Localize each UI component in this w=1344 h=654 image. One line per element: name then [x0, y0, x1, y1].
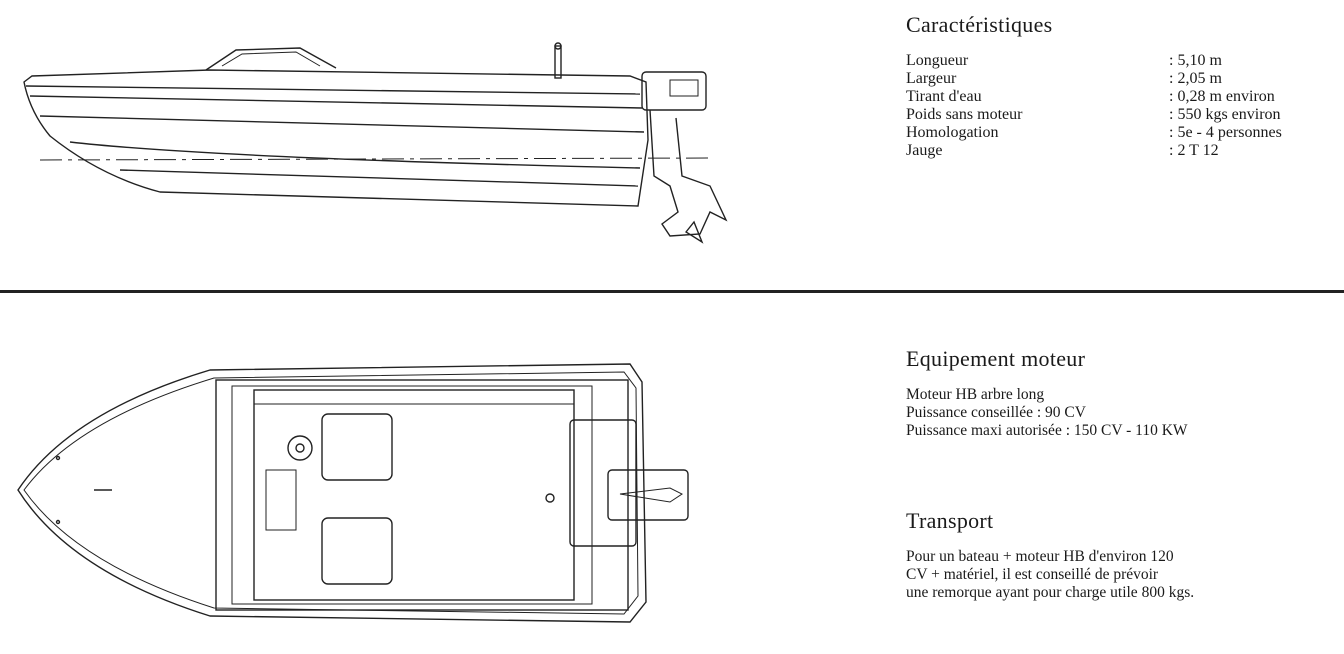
transport-section: Transport Pour un bateau + moteur HB d'e… [906, 508, 1336, 602]
characteristics-title: Caractéristiques [906, 12, 1053, 37]
spec-row: Jauge : 2 T 12 [906, 142, 1336, 160]
motor-section: Equipement moteur Moteur HB arbre long P… [906, 346, 1336, 440]
spec-row: Largeur : 2,05 m [906, 70, 1336, 88]
motor-title: Equipement moteur [906, 346, 1086, 371]
motor-line: Puissance maxi autorisée : 150 CV - 110 … [906, 422, 1188, 439]
motor-line: Puissance conseillée : 90 CV [906, 404, 1086, 421]
spec-value: : 0,28 m environ [1169, 88, 1275, 105]
boat-side-view-drawing [23, 42, 728, 244]
spec-label: Tirant d'eau [906, 88, 982, 105]
boat-top-view-drawing [17, 363, 689, 623]
spec-row: Longueur : 5,10 m [906, 52, 1336, 70]
spec-value: : 5,10 m [1169, 52, 1222, 69]
spec-label: Largeur [906, 70, 957, 87]
spec-value: : 2,05 m [1169, 70, 1222, 87]
transport-line: une remorque ayant pour charge utile 800… [906, 584, 1195, 601]
spec-value: : 2 T 12 [1169, 142, 1219, 159]
spec-label: Homologation [906, 124, 999, 141]
transport-line: CV + matériel, il est conseillé de prévo… [906, 566, 1159, 583]
spec-label: Poids sans moteur [906, 106, 1023, 123]
spec-value: : 5e - 4 personnes [1169, 124, 1282, 141]
motor-line: Moteur HB arbre long [906, 386, 1045, 403]
spec-row: Tirant d'eau : 0,28 m environ [906, 88, 1336, 106]
spec-value: : 550 kgs environ [1169, 106, 1281, 123]
spec-row: Poids sans moteur : 550 kgs environ [906, 106, 1336, 124]
spec-label: Longueur [906, 52, 969, 69]
transport-line: Pour un bateau + moteur HB d'environ 120 [906, 548, 1174, 565]
spec-row: Homologation : 5e - 4 personnes [906, 124, 1336, 142]
divider-rule [0, 290, 1344, 293]
spec-label: Jauge [906, 142, 943, 159]
transport-title: Transport [906, 508, 994, 533]
